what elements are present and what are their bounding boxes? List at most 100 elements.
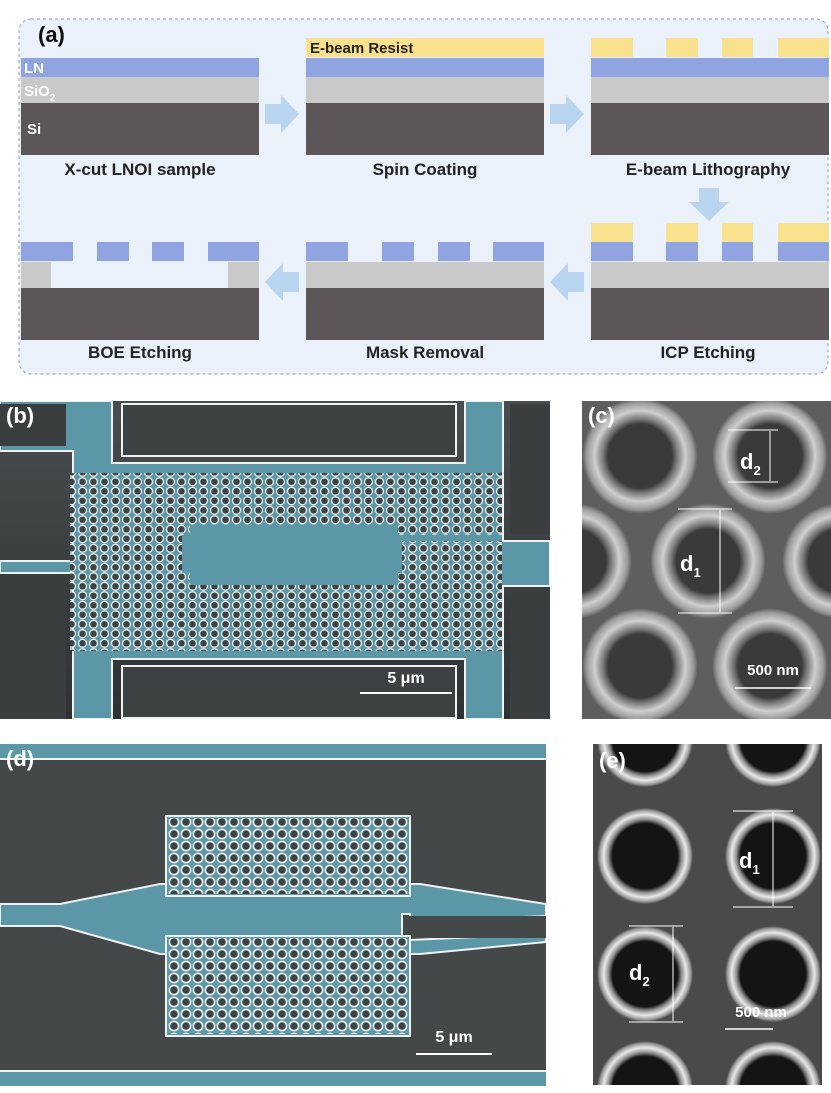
photonic-crystal-top <box>168 818 408 894</box>
resist-block <box>666 223 698 242</box>
layer-sio2 <box>591 262 829 288</box>
layer-si <box>21 103 259 155</box>
fabrication-process-diagram: LN SiO2 Si X-cut LNOI sample E-beam Resi… <box>18 18 829 375</box>
sem-image-zoom-c: d2 d1 500 nm <box>582 401 831 719</box>
panel-b-label: (b) <box>6 403 35 428</box>
step-spin-coating: E-beam Resist Spin Coating <box>306 38 544 179</box>
hole <box>582 608 698 719</box>
trench-right-top <box>510 404 550 534</box>
d1-label-e: d1 <box>739 848 760 877</box>
resist-block <box>722 38 753 57</box>
step-lnoi-sample: LN SiO2 Si X-cut LNOI sample <box>21 58 259 179</box>
d2-sub: 2 <box>753 463 760 478</box>
resist-block <box>591 38 633 57</box>
panel-a-label: (a) <box>38 22 65 47</box>
trench-left-top <box>0 404 66 446</box>
d1-sub: 1 <box>752 862 759 877</box>
photonic-crystal-upper <box>70 473 502 535</box>
layer-si <box>306 103 544 155</box>
defect-cavity-region <box>190 525 398 585</box>
d1-main: d <box>680 551 693 576</box>
step-ebeam-lithography: E-beam Lithography <box>591 38 829 179</box>
mirror-left <box>70 535 182 573</box>
ln-block <box>778 242 829 261</box>
layer-sio2 <box>21 77 259 103</box>
hole <box>725 744 821 787</box>
resist-block <box>666 38 698 57</box>
hole <box>582 401 698 514</box>
sio2-sub: 2 <box>50 93 56 104</box>
panel-e-label: (e) <box>599 748 626 773</box>
scale-bar-c-label: 500 nm <box>747 662 799 679</box>
layer-sio2-remnant <box>21 262 51 288</box>
step-label-3: E-beam Lithography <box>626 160 791 179</box>
layer-sio2-remnant <box>228 262 259 288</box>
sem-image-device-d: 5 μm <box>0 744 546 1086</box>
trench-top <box>121 403 457 457</box>
si-label: Si <box>27 121 41 138</box>
d2-label-c: d2 <box>740 449 761 478</box>
arrow-down-icon <box>689 188 729 221</box>
hole <box>597 1041 693 1085</box>
step-icp-etching: ICP Etching <box>591 223 829 362</box>
d2-main: d <box>740 449 753 474</box>
panel-d-label: (d) <box>6 746 35 771</box>
hole <box>725 1041 821 1085</box>
ln-block <box>21 242 73 261</box>
d1-sub: 1 <box>693 565 700 580</box>
step-label-6: ICP Etching <box>660 343 755 362</box>
panel-c-label: (c) <box>588 403 615 428</box>
arrow-right-icon <box>265 95 299 133</box>
scale-bar-e-label: 500 nm <box>735 1004 787 1021</box>
resist-block <box>778 223 829 242</box>
ln-block <box>152 242 184 261</box>
sem-image-zoom-e: d1 d2 500 nm <box>593 744 822 1085</box>
hole <box>597 744 693 787</box>
hole <box>597 808 693 904</box>
device-edge-bottom <box>0 1072 546 1086</box>
step-mask-removal: Mask Removal <box>306 242 544 362</box>
sem-image-device-b: 5 μm <box>0 401 550 719</box>
resist-block <box>591 223 633 242</box>
resist-label: E-beam Resist <box>310 40 413 57</box>
ln-block <box>382 242 414 261</box>
ln-block <box>591 242 633 261</box>
slot-right <box>404 916 546 938</box>
hole <box>650 503 766 619</box>
hole <box>725 926 821 1022</box>
layer-sio2 <box>306 262 544 288</box>
mirror-right <box>402 541 502 573</box>
ln-block <box>306 242 348 261</box>
scale-bar-b-label: 5 μm <box>387 670 424 687</box>
layer-si <box>306 288 544 340</box>
layer-si <box>591 288 829 340</box>
trench-right-bottom <box>510 593 550 719</box>
hole <box>782 503 831 619</box>
arrow-left-icon <box>265 263 299 301</box>
sem-background <box>593 744 822 1085</box>
layer-si <box>591 103 829 155</box>
layer-ln <box>306 58 544 77</box>
layer-si <box>21 288 259 340</box>
layer-ln <box>591 58 829 77</box>
ln-block <box>438 242 470 261</box>
ln-block <box>97 242 129 261</box>
photonic-crystal-lower <box>70 573 502 651</box>
layer-ln <box>21 58 259 77</box>
arrow-left-icon <box>550 263 584 301</box>
sio2-label: SiO2 <box>24 83 56 104</box>
d2-label-e: d2 <box>629 960 650 989</box>
d2-main: d <box>629 960 642 985</box>
sio2-main: SiO <box>24 83 50 100</box>
layer-resist <box>306 38 544 57</box>
hole <box>582 503 632 619</box>
step-label-5: Mask Removal <box>366 343 484 362</box>
resist-block <box>778 38 829 57</box>
layer-sio2 <box>306 77 544 103</box>
arrow-right-icon <box>550 95 584 133</box>
photonic-crystal-bottom <box>168 938 408 1034</box>
d2-sub: 2 <box>642 974 649 989</box>
step-boe-etching: BOE Etching <box>21 242 259 362</box>
ln-label: LN <box>24 60 44 77</box>
trench-left-bottom <box>0 581 66 719</box>
